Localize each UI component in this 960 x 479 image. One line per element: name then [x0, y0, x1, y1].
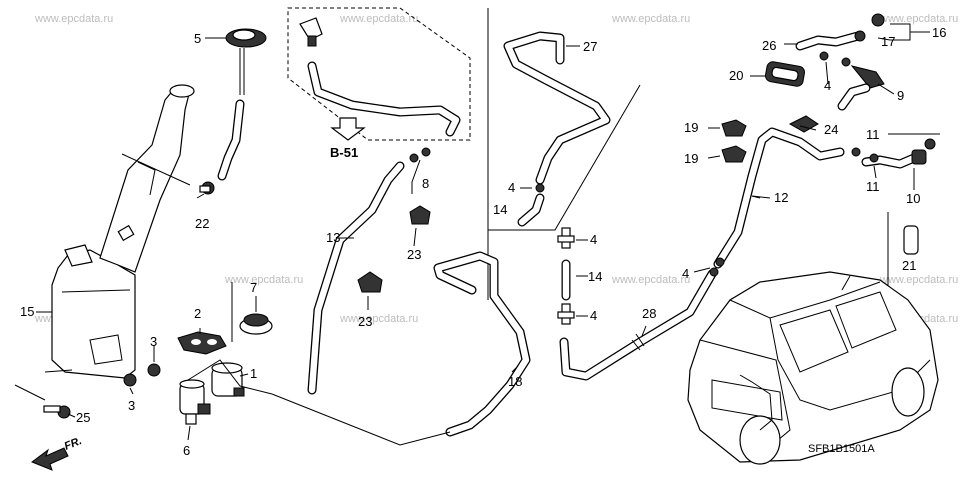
part-callout: 7 — [250, 280, 257, 295]
part-callout: 6 — [183, 443, 190, 458]
inset-hose — [299, 17, 461, 137]
reference-arrow: B-51 — [330, 117, 366, 160]
vehicle-outline — [687, 271, 939, 465]
part-callout: 12 — [774, 190, 788, 205]
part-callout: 18 — [508, 374, 522, 389]
watermark: www.epcdata.ru — [339, 13, 418, 25]
part-callout: 15 — [20, 304, 34, 319]
part-callout: 10 — [906, 191, 920, 206]
part-callout: 13 — [326, 230, 340, 245]
joints-vertical — [557, 227, 575, 325]
watermark: www.epcdata.ru — [339, 313, 418, 325]
part-callout: 19 — [684, 120, 698, 135]
hose-13 — [307, 147, 431, 395]
watermark: www.epcdata.ru — [879, 13, 958, 25]
part-callout: 3 — [150, 334, 157, 349]
watermark: www.epcdata.ru — [611, 274, 690, 286]
part-callout: 27 — [583, 39, 597, 54]
part-callout: 22 — [195, 216, 209, 231]
hose-14-upper — [517, 193, 545, 227]
hose-27 — [503, 31, 611, 193]
part-callout: 2 — [194, 306, 201, 321]
part-callout: 4 — [682, 266, 689, 281]
watermark: www.epcdata.ru — [611, 13, 690, 25]
watermark: www.epcdata.ru — [224, 274, 303, 286]
grommets-23 — [357, 205, 431, 293]
part-callout: 14 — [588, 269, 602, 284]
part-callout: 20 — [729, 68, 743, 83]
hose-18 — [433, 251, 531, 437]
part-callout: 17 — [881, 34, 895, 49]
part-callout: 16 — [932, 25, 946, 40]
part-callout: 3 — [128, 398, 135, 413]
part-callout: 24 — [824, 122, 838, 137]
part-callout: 11 — [866, 179, 880, 194]
leader-lines-right — [336, 23, 940, 373]
part-callout: 1 — [250, 366, 257, 381]
leader-lines — [14, 37, 273, 441]
hose-28 — [559, 269, 717, 381]
part-callout: 4 — [590, 308, 597, 323]
part-callout: 19 — [684, 151, 698, 166]
pump-grommet — [177, 331, 227, 355]
part-callout: 4 — [590, 232, 597, 247]
washer-pump — [179, 362, 245, 425]
washer-reservoir — [51, 84, 195, 379]
part-callout: 28 — [642, 306, 656, 321]
front-label: FR. — [63, 435, 84, 453]
part-callout: 23 — [358, 314, 372, 329]
watermark: www.epcdata.ru — [879, 274, 958, 286]
part-callout: 25 — [76, 410, 90, 425]
clips — [721, 61, 919, 290]
part-callout: 23 — [407, 247, 421, 262]
nozzle-assembly — [795, 13, 936, 169]
part-callout: 4 — [508, 180, 515, 195]
fasteners — [43, 181, 215, 419]
hose-12 — [709, 127, 861, 277]
watermark: www.epcdata.ru — [34, 13, 113, 25]
assembly-leader — [271, 393, 451, 446]
seal-part-7 — [231, 282, 273, 342]
inset-dashed-frame — [287, 7, 471, 141]
front-direction-indicator: FR. — [30, 435, 84, 471]
part-callout: 4 — [824, 78, 831, 93]
part-callout: 11 — [866, 127, 880, 142]
part-callout: 21 — [902, 258, 916, 273]
part-callout: 9 — [897, 88, 904, 103]
divider-line — [487, 8, 641, 231]
part-callout: 8 — [422, 176, 429, 191]
part-callout: 5 — [194, 31, 201, 46]
part-callout: 26 — [762, 38, 776, 53]
reservoir-cap-assembly — [217, 28, 267, 181]
reference-label: B-51 — [330, 145, 358, 160]
diagram-code: SFB1B1501A — [808, 443, 875, 455]
part-callouts: 1 2 3 3 8 4 4 4 4 4 5 6 7 9 10 11 11 12 … — [20, 25, 946, 458]
part-callout: 14 — [493, 202, 507, 217]
